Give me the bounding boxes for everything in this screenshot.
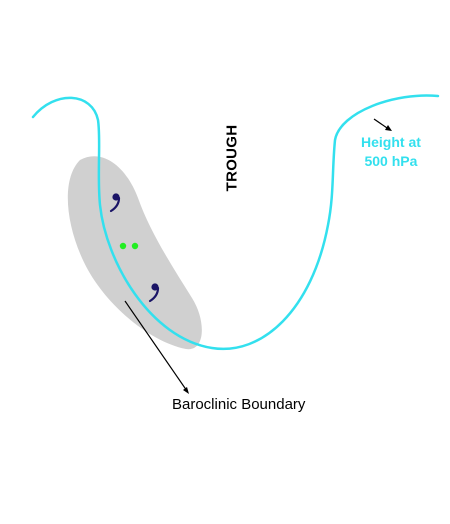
drizzle-symbol xyxy=(109,193,121,213)
rain-dot xyxy=(119,242,127,250)
height-label-line-1: Height at xyxy=(361,134,421,150)
height-arrowhead xyxy=(385,125,392,131)
height-contour-500hpa xyxy=(31,94,440,351)
trough-label: TROUGH xyxy=(223,124,241,192)
baroclinic-zone-band xyxy=(67,156,202,350)
baroclinic-boundary-label: Baroclinic Boundary xyxy=(172,396,306,413)
drizzle-symbol xyxy=(148,283,160,303)
height-label-line-2: 500 hPa xyxy=(364,153,418,169)
boundary-label-arrow xyxy=(124,300,188,392)
height-500hpa-label: Height at 500 hPa xyxy=(361,133,421,171)
boundary-arrowhead xyxy=(183,387,189,394)
rain-dot xyxy=(131,242,139,250)
